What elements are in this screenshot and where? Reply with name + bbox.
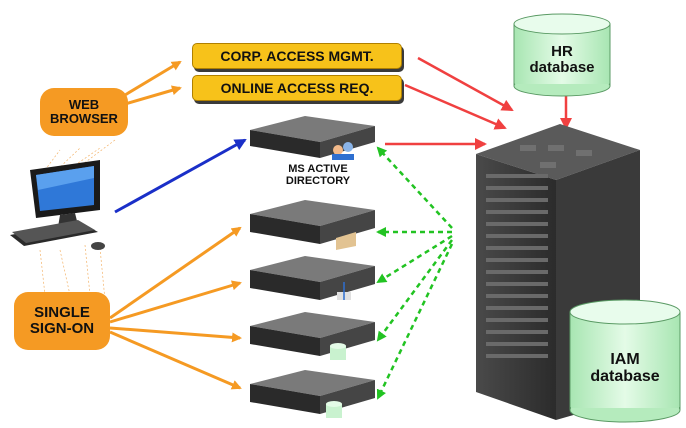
hr-database-cylinder <box>513 13 611 97</box>
corp-access-mgmt-text: CORP. ACCESS MGMT. <box>220 48 374 64</box>
online-access-req-text: ONLINE ACCESS REQ. <box>220 80 374 96</box>
iam-database-text-1: IAM <box>610 351 640 368</box>
web-browser-label: WEB BROWSER <box>40 88 128 136</box>
server-5 <box>250 370 375 418</box>
red-arrows <box>385 56 572 150</box>
desktop-computer-icon <box>10 160 105 250</box>
single-sign-on-text: SINGLE SIGN-ON <box>29 303 95 337</box>
iam-database-label: IAM database <box>570 351 680 386</box>
iam-database-cylinder <box>569 299 681 423</box>
online-access-req-box: ONLINE ACCESS REQ. <box>192 75 402 101</box>
hr-database-text-1: HR <box>551 43 573 60</box>
web-browser-text: WEB BROWSER <box>50 97 118 126</box>
ms-active-directory-label: MS ACTIVE DIRECTORY <box>268 163 368 187</box>
server-ms-active-directory <box>250 116 375 160</box>
server-3 <box>250 256 375 300</box>
computer-to-ad-arrow <box>114 138 247 214</box>
browser-arrows <box>124 60 182 106</box>
sso-arrows <box>109 226 242 390</box>
hr-database-label: HR database <box>514 44 610 76</box>
green-sync-arrows <box>376 146 454 400</box>
server-2 <box>250 200 375 250</box>
server-4 <box>250 312 375 360</box>
corp-access-mgmt-box: CORP. ACCESS MGMT. <box>192 43 402 69</box>
ms-active-directory-text: MS ACTIVE DIRECTORY <box>285 163 351 187</box>
iam-database-text-2: database <box>590 367 660 385</box>
hr-database-text-2: database <box>529 58 595 76</box>
single-sign-on-label: SINGLE SIGN-ON <box>14 292 110 350</box>
